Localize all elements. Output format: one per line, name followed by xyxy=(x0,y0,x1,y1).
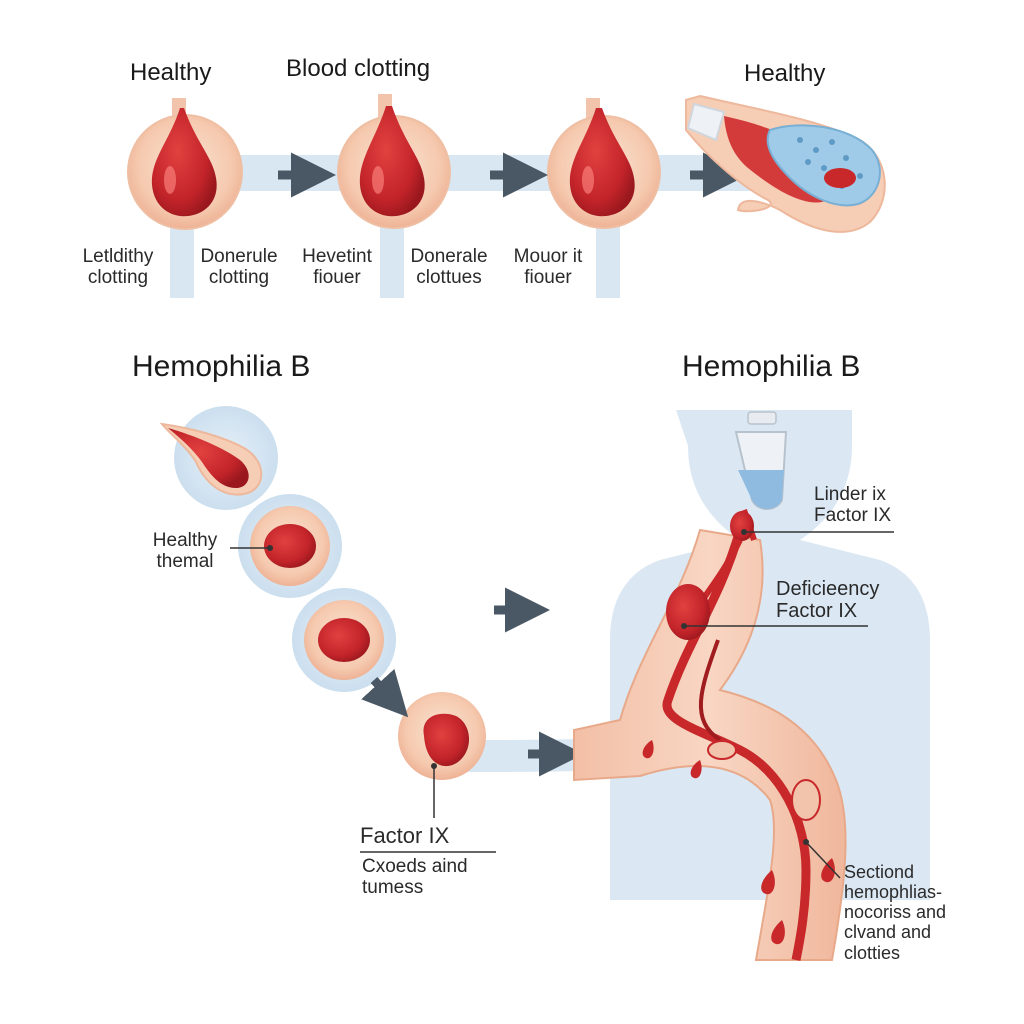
top-vessel-clot xyxy=(685,94,886,233)
heading-healthy-right: Healthy xyxy=(744,60,826,87)
caption-4-line1: Donerale xyxy=(410,246,488,267)
top-drop-cell-3 xyxy=(547,98,661,229)
deficiency-line1: Deficieency xyxy=(776,578,880,600)
caption-4: Donerale clottues xyxy=(404,246,494,289)
label-healthy-themal: Healthy themal xyxy=(140,530,230,573)
healthy-line2: themal xyxy=(156,551,214,573)
caption-3-line2: fiouer xyxy=(313,267,361,289)
heading-hemophilia-right: Hemophilia B xyxy=(682,350,861,383)
teardrop-cell xyxy=(159,422,263,496)
caption-1-line1: Letldithy xyxy=(82,246,154,267)
heading-hemophilia-left: Hemophilia B xyxy=(132,350,311,383)
sectiond-leader xyxy=(803,839,841,879)
label-factor-ix: Factor IX xyxy=(360,823,450,848)
chain-cell-4 xyxy=(398,692,486,780)
caption-5-line1: Mouor it xyxy=(513,246,583,267)
label-sectiond: Sectiond hemophlias- nocoriss and clvand… xyxy=(844,862,946,963)
deficiency-line2: Factor IX xyxy=(776,600,858,623)
sectiond-line3: nocoriss and xyxy=(844,902,947,923)
label-deficiency: Deficieency Factor IX xyxy=(776,578,879,623)
caption-1: Letldithy clotting xyxy=(76,246,160,289)
factor-sub-line2: tumess xyxy=(362,877,424,899)
deficiency-leader xyxy=(681,623,868,629)
body-silhouette xyxy=(610,410,930,900)
caption-3: Hevetint fiouer xyxy=(296,246,378,289)
caption-1-line2: clotting xyxy=(87,267,149,289)
sectiond-line5: clotties xyxy=(844,942,901,963)
chain-cell-2 xyxy=(250,506,330,586)
caption-2-line1: Donerule xyxy=(200,246,278,267)
top-drop-cell-2 xyxy=(337,94,451,229)
healthy-line1: Healthy xyxy=(152,530,218,551)
sectiond-line4: clvand and xyxy=(844,922,932,943)
factor-sub-line1: Cxoeds aind xyxy=(362,856,468,877)
caption-3-line1: Hevetint xyxy=(302,246,372,267)
linder-line2: Factor IX xyxy=(814,505,892,527)
caption-2-line2: clotting xyxy=(208,267,270,289)
healthy-leader xyxy=(230,545,273,551)
caption-5-line2: fiouer xyxy=(524,267,572,289)
label-factor-sub: Cxoeds aind tumess xyxy=(362,856,468,899)
heading-blood-clotting: Blood clotting xyxy=(286,55,431,82)
factor-leader xyxy=(360,763,496,853)
caption-5: Mouor it fiouer xyxy=(508,246,588,289)
linder-leader xyxy=(741,529,894,535)
chain-arrow-down xyxy=(361,668,409,718)
top-drop-cell-1 xyxy=(127,98,243,230)
caption-4-line2: clottues xyxy=(416,267,482,289)
label-linder: Linder ix Factor IX xyxy=(814,484,891,527)
linder-line1: Linder ix xyxy=(814,484,886,505)
caption-2: Donerule clotting xyxy=(194,246,284,289)
sectiond-line2: hemophlias- xyxy=(844,882,943,903)
sectiond-line1: Sectiond xyxy=(844,862,915,882)
chain-cell-3 xyxy=(304,600,384,680)
heading-healthy-left: Healthy xyxy=(130,59,212,86)
